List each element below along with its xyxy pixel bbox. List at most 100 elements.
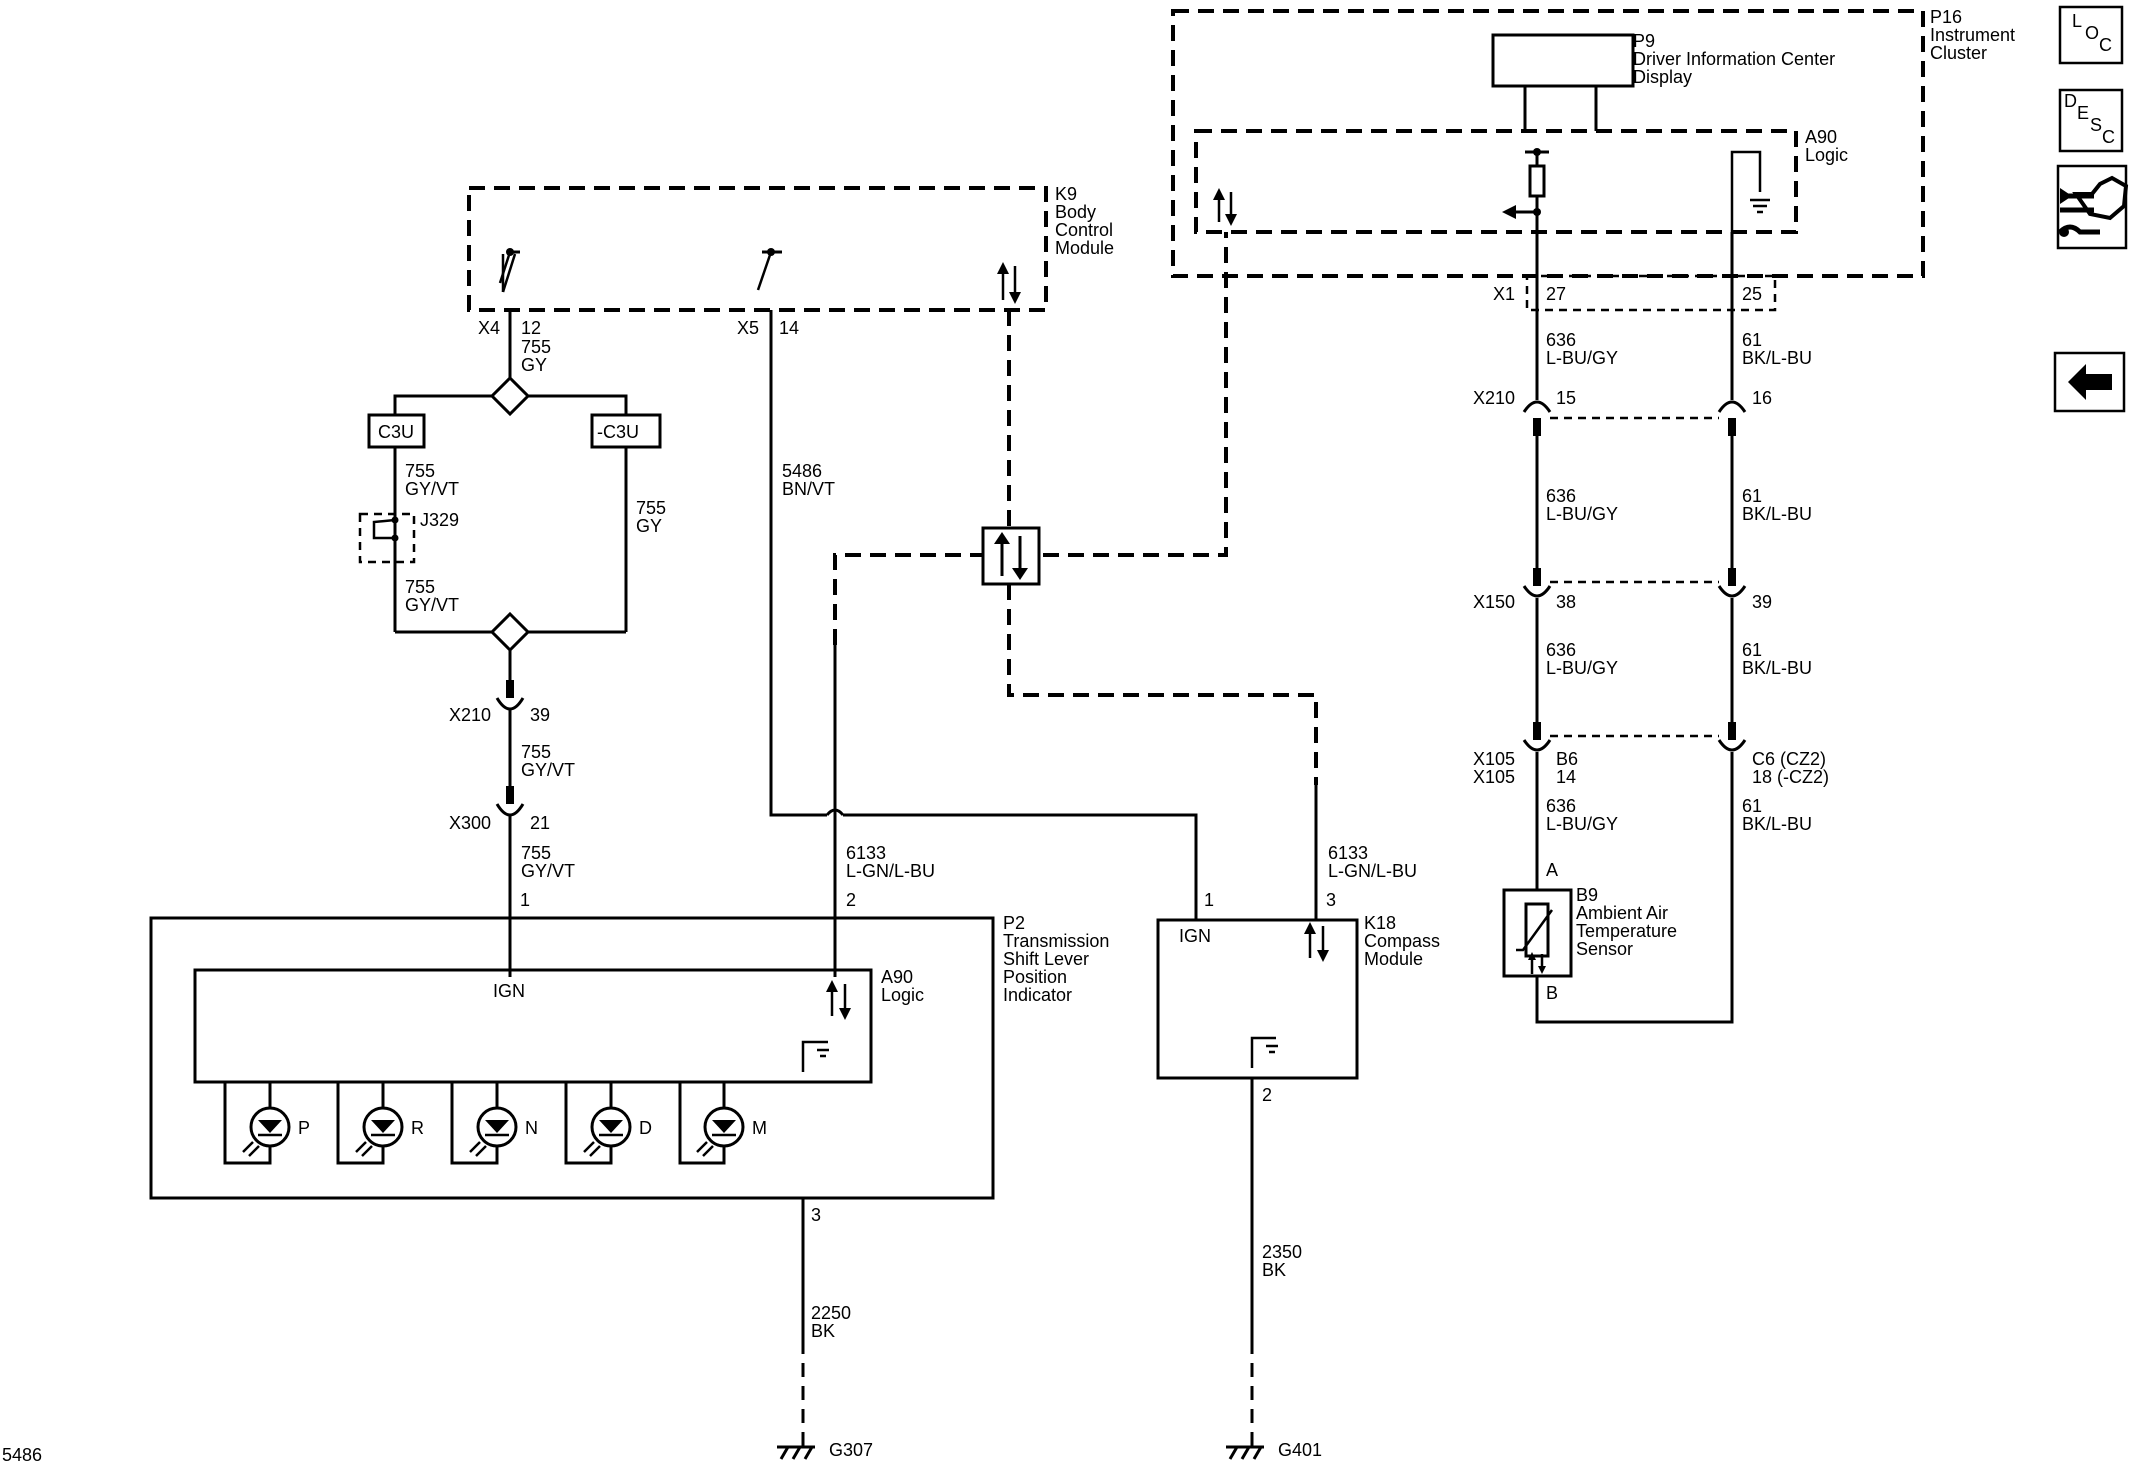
connector-x150-b-icon (1717, 585, 1747, 598)
k9-switch-x5-symbol (756, 248, 782, 291)
w61-b-color: BK/L-BU (1742, 504, 1812, 524)
ground-g401-label: G401 (1278, 1440, 1322, 1460)
k18-ign-label: IGN (1179, 926, 1211, 946)
pin-x150-a-male (1533, 568, 1541, 586)
w636-d-color: L-BU/GY (1546, 814, 1618, 834)
led-r-label: R (411, 1118, 424, 1138)
w636-c-num: 636 (1546, 640, 1576, 660)
w636-b-color: L-BU/GY (1546, 504, 1618, 524)
k9-name-1: Body (1055, 202, 1096, 222)
k18-name-2: Module (1364, 949, 1423, 969)
k18-ref: K18 (1364, 913, 1396, 933)
x300-label: X300 (449, 813, 491, 833)
b9-name-2: Temperature (1576, 921, 1677, 941)
pin-x210-left-male (506, 680, 514, 698)
k18-outline (1156, 918, 1359, 1080)
desc-letter-4: C (2102, 127, 2115, 147)
w636-a-num: 636 (1546, 330, 1576, 350)
p2-transmission-shift-lever-indicator: P2 Transmission Shift Lever Position Ind… (149, 913, 1109, 1200)
w61-a-color: BK/L-BU (1742, 348, 1812, 368)
w755-gyvt-b-num: 755 (405, 577, 435, 597)
p16-name-1: Instrument (1930, 25, 2015, 45)
option-not-c3u: -C3U (597, 422, 639, 442)
serial-data-to-p16 (1043, 232, 1228, 557)
w6133-a-num: 6133 (846, 843, 886, 863)
w755-gy-right-color: GY (636, 516, 662, 536)
p2-a90-name: Logic (881, 985, 924, 1005)
serial-data-to-p2 (833, 553, 983, 645)
p16-a90-ref: A90 (1805, 127, 1837, 147)
wire-5486-bnvt (769, 310, 827, 817)
p9-name-2: Display (1633, 67, 1692, 87)
led-n (450, 1082, 518, 1165)
x105-label-b: X105 (1473, 767, 1515, 787)
connector-x210-right-a-icon (1522, 400, 1552, 413)
w636-a-color: L-BU/GY (1546, 348, 1618, 368)
w636-b-num: 636 (1546, 486, 1576, 506)
connector-repair-button[interactable] (2056, 164, 2129, 250)
pin-x150-b-male (1728, 568, 1736, 586)
x1-label: X1 (1493, 284, 1515, 304)
connector-c6-icon (1717, 739, 1747, 752)
connector-x210-right-b-icon (1717, 400, 1747, 413)
p16-a90-name: Logic (1805, 145, 1848, 165)
wire-to-c3u (393, 394, 492, 415)
b9-ambient-air-temperature-sensor (1502, 888, 1573, 978)
pin-c6-male (1728, 722, 1736, 740)
p2-name-2: Shift Lever (1003, 949, 1089, 969)
p2-outline (149, 916, 995, 1200)
led-p-label: P (298, 1118, 310, 1138)
p2-name-1: Transmission (1003, 931, 1109, 951)
splice-bottom (489, 611, 531, 653)
p16-name-2: Cluster (1930, 43, 1987, 63)
splice-top (489, 375, 531, 417)
w755-gy-right-num: 755 (636, 498, 666, 518)
b9-ref: B9 (1576, 885, 1598, 905)
loc-letter-3: C (2099, 35, 2112, 55)
connector-x105-icon (1522, 739, 1552, 752)
w61-d-color: BK/L-BU (1742, 814, 1812, 834)
description-view-button[interactable]: D E S C (2058, 88, 2124, 153)
location-view-button[interactable]: L O C (2058, 5, 2124, 65)
x105-pin-b: 14 (1556, 767, 1576, 787)
j329-label: J329 (420, 510, 459, 530)
x1-connector-outline (1525, 274, 1777, 312)
option-not-c3u-box (590, 413, 662, 449)
connector-repair-icon (2058, 175, 2129, 237)
w755-gyvt-b-color: GY/VT (405, 595, 459, 615)
connector-x150-a-icon (1522, 585, 1552, 598)
k9-body-control-module: K9 Body Control Module (467, 184, 1114, 312)
w6133-b-num: 6133 (1328, 843, 1368, 863)
w6133-b-color: L-GN/L-BU (1328, 861, 1417, 881)
desc-letter-1: D (2064, 91, 2077, 111)
x1-pin-a: 27 (1546, 284, 1566, 304)
k18-pin-2: 2 (1262, 1085, 1272, 1105)
w61-a-num: 61 (1742, 330, 1762, 350)
c6-label-b: 18 (-CZ2) (1752, 767, 1829, 787)
p2-pin-3: 3 (811, 1205, 821, 1225)
w2250-color: BK (811, 1321, 835, 1341)
x105-label-a: X105 (1473, 749, 1515, 769)
led-p (223, 1082, 291, 1165)
p16-instrument-cluster: P16 Instrument Cluster P9 Driver Informa… (1171, 7, 2015, 278)
led-r (336, 1082, 404, 1165)
x105-pin-a: B6 (1556, 749, 1578, 769)
wire-to-not-c3u (528, 394, 628, 415)
pin-x300-male (506, 786, 514, 804)
x210-left-label: X210 (449, 705, 491, 725)
w61-c-num: 61 (1742, 640, 1762, 660)
led-m-label: M (752, 1118, 767, 1138)
w61-d-num: 61 (1742, 796, 1762, 816)
w755-gy-num: 755 (521, 337, 551, 357)
x210-left-pin: 39 (530, 705, 550, 725)
b9-name-3: Sensor (1576, 939, 1633, 959)
option-c3u-box (367, 413, 426, 449)
k9-ref: K9 (1055, 184, 1077, 204)
p2-ref: P2 (1003, 913, 1025, 933)
ground-g307-icon (777, 1435, 815, 1460)
connector-x300-icon (495, 803, 525, 817)
p9-name-1: Driver Information Center (1633, 49, 1835, 69)
x300-pin: 21 (530, 813, 550, 833)
back-arrow-button[interactable] (2053, 351, 2126, 413)
w636-d-num: 636 (1546, 796, 1576, 816)
